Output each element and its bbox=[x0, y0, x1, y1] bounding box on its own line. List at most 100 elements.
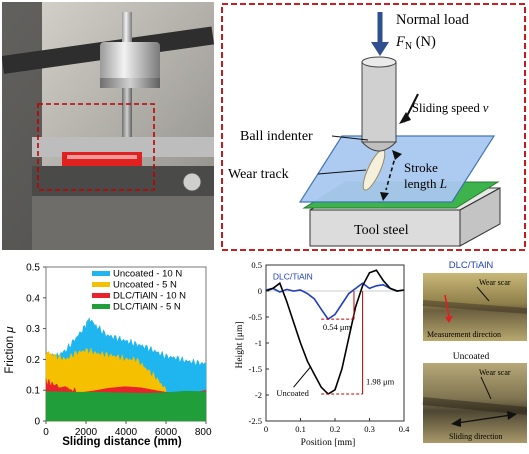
friction-y-axis-label: Friction μ bbox=[4, 326, 16, 374]
profile-series-line bbox=[265, 282, 405, 321]
profile-y-tick-label: -0.5 bbox=[249, 312, 262, 322]
friction-x-tick-label: 6000 bbox=[155, 427, 178, 438]
micro-bottom-sliding-head-left bbox=[451, 418, 461, 427]
friction-x-tick-label: 2000 bbox=[75, 427, 98, 438]
micro-bottom-sliding-arrow bbox=[456, 414, 512, 424]
micro-top-image bbox=[423, 273, 527, 341]
friction-legend-swatch bbox=[92, 271, 110, 276]
profile-uncoated-leader bbox=[293, 366, 312, 388]
friction-chart: 0 0.1 0.2 0.3 0.4 0.5 0 2000 4000 6000 8000 Uncoat… bbox=[2, 255, 218, 449]
dead-weight-base bbox=[100, 78, 160, 88]
friction-legend-swatch bbox=[92, 282, 110, 287]
friction-legend-swatch bbox=[92, 304, 110, 309]
friction-x-axis-label: Sliding distance (mm) bbox=[62, 436, 182, 448]
friction-legend-label: DLC/TiAlN - 10 N bbox=[113, 291, 186, 302]
profile-series-label: Uncoated bbox=[276, 388, 309, 398]
load-arrow-head bbox=[371, 42, 389, 56]
profile-series-line bbox=[265, 269, 405, 396]
zoom-box bbox=[37, 103, 155, 191]
profile-x-tick-label: 0.1 bbox=[295, 424, 306, 434]
specimen-highlight bbox=[67, 155, 137, 159]
ball-holder-top bbox=[361, 56, 397, 68]
base bbox=[32, 196, 214, 250]
profile-axes bbox=[265, 264, 405, 422]
ball-holder bbox=[361, 61, 397, 143]
profile-series bbox=[265, 269, 405, 396]
micrographs-panel: DLC/TiAlN Wear scar Measurement directio… bbox=[415, 255, 528, 449]
friction-x-tick-label: 4000 bbox=[115, 427, 138, 438]
profile-x-tick-label: 0.3 bbox=[364, 424, 375, 434]
ball-label: Ball indenter bbox=[240, 129, 313, 144]
profile-x-tick-label: 0 bbox=[264, 424, 268, 434]
stroke-arrow bbox=[385, 153, 397, 191]
friction-chart-svg: 0 0.1 0.2 0.3 0.4 0.5 0 2000 4000 6000 8000 Uncoat… bbox=[4, 263, 218, 449]
wear-track-label: Wear track bbox=[228, 167, 289, 182]
profile-y-tick-label: 0 bbox=[258, 286, 262, 296]
micro-bottom-scar-band bbox=[422, 397, 528, 415]
load-symbol-label: FN (N) bbox=[395, 34, 436, 52]
block-side bbox=[459, 187, 501, 247]
friction-y-tick-label: 0.4 bbox=[26, 293, 40, 304]
micro-top-measure-arrow bbox=[444, 294, 450, 318]
stroke-arrow-head-top bbox=[392, 150, 402, 160]
speed-arrow-head bbox=[399, 112, 411, 124]
friction-y-tick-label: 0.3 bbox=[26, 324, 40, 335]
load-rod bbox=[122, 12, 132, 52]
tribometer-photo-svg bbox=[1, 2, 215, 250]
friction-ticks: 0 0.1 0.2 0.3 0.4 0.5 0 2000 4000 6000 8000 bbox=[26, 263, 217, 439]
micrographs-svg: DLC/TiAlN Wear scar Measurement directio… bbox=[422, 260, 528, 443]
micro-bottom-title: Uncoated bbox=[453, 352, 490, 362]
micro-top-direction-label: Measurement direction bbox=[427, 330, 501, 339]
coating-plate bbox=[298, 135, 496, 203]
friction-y-tick-label: 0 bbox=[34, 417, 40, 428]
tool-steel-label: Tool steel bbox=[354, 223, 409, 238]
profile-x-tick-label: 0.2 bbox=[330, 424, 341, 434]
friction-x-tick-label: 8000 bbox=[195, 427, 212, 438]
knob bbox=[182, 172, 202, 192]
ball-leader bbox=[331, 135, 369, 141]
micro-top-measure-head bbox=[445, 316, 453, 323]
indenter-holder bbox=[122, 88, 132, 140]
profile-y-tick-label: -1.5 bbox=[249, 364, 262, 374]
profile-y-tick-label: -2 bbox=[255, 390, 262, 400]
friction-legend-label: Uncoated - 10 N bbox=[113, 269, 182, 280]
micro-bottom-scar-leader bbox=[480, 376, 492, 400]
friction-series-area bbox=[45, 390, 207, 422]
friction-legend-label: DLC/TiAlN - 5 N bbox=[113, 302, 181, 313]
profile-y-tick-label: 0.5 bbox=[251, 260, 262, 270]
micro-top-title: DLC/TiAlN bbox=[449, 260, 494, 271]
profile-x-axis-label: Position [mm] bbox=[301, 438, 356, 448]
micro-top-scar-label: Wear scar bbox=[479, 278, 511, 287]
schematic-svg: Normal load FN (N) Sliding speed v Ball … bbox=[221, 3, 526, 251]
ball-tip bbox=[360, 141, 398, 152]
profile-x-tick-label: 0.4 bbox=[399, 424, 410, 434]
friction-series bbox=[45, 317, 207, 422]
profile-annotations: 0.54 μm 1.98 μm DLC/TiAlN Uncoated bbox=[273, 272, 395, 398]
profile-y-tick-label: -2.5 bbox=[249, 416, 262, 426]
friction-legend-swatch bbox=[92, 293, 110, 298]
schematic-panel: Normal load FN (N) Sliding speed v Ball … bbox=[220, 2, 527, 252]
micro-top-scar-band bbox=[422, 300, 528, 314]
profile-series-label: DLC/TiAlN bbox=[273, 272, 313, 282]
normal-load-label: Normal load bbox=[396, 12, 470, 28]
stroke-arrow-head-bottom bbox=[380, 192, 389, 201]
friction-y-tick-label: 0.1 bbox=[26, 386, 40, 397]
sliding-speed-label: Sliding speed v bbox=[412, 101, 489, 115]
friction-legend-label: Uncoated - 5 N bbox=[113, 280, 177, 291]
profile-dlc-depth-label: 0.54 μm bbox=[323, 322, 352, 332]
profile-uncoated-depth-label: 1.98 μm bbox=[366, 377, 395, 387]
friction-x-tick-label: 0 bbox=[43, 427, 49, 438]
friction-y-tick-label: 0.2 bbox=[26, 355, 40, 366]
profile-y-axis-label: Height [μm] bbox=[235, 321, 245, 368]
micro-bottom-scar-label: Wear scar bbox=[479, 368, 511, 377]
friction-y-tick-label: 0.5 bbox=[26, 263, 40, 274]
tribometer-photo bbox=[1, 2, 215, 250]
micro-bottom-direction-label: Sliding direction bbox=[449, 432, 503, 441]
stroke-label: Stroke bbox=[404, 160, 438, 175]
wear-leader bbox=[317, 169, 367, 175]
stroke-length-label: length L bbox=[404, 176, 447, 191]
